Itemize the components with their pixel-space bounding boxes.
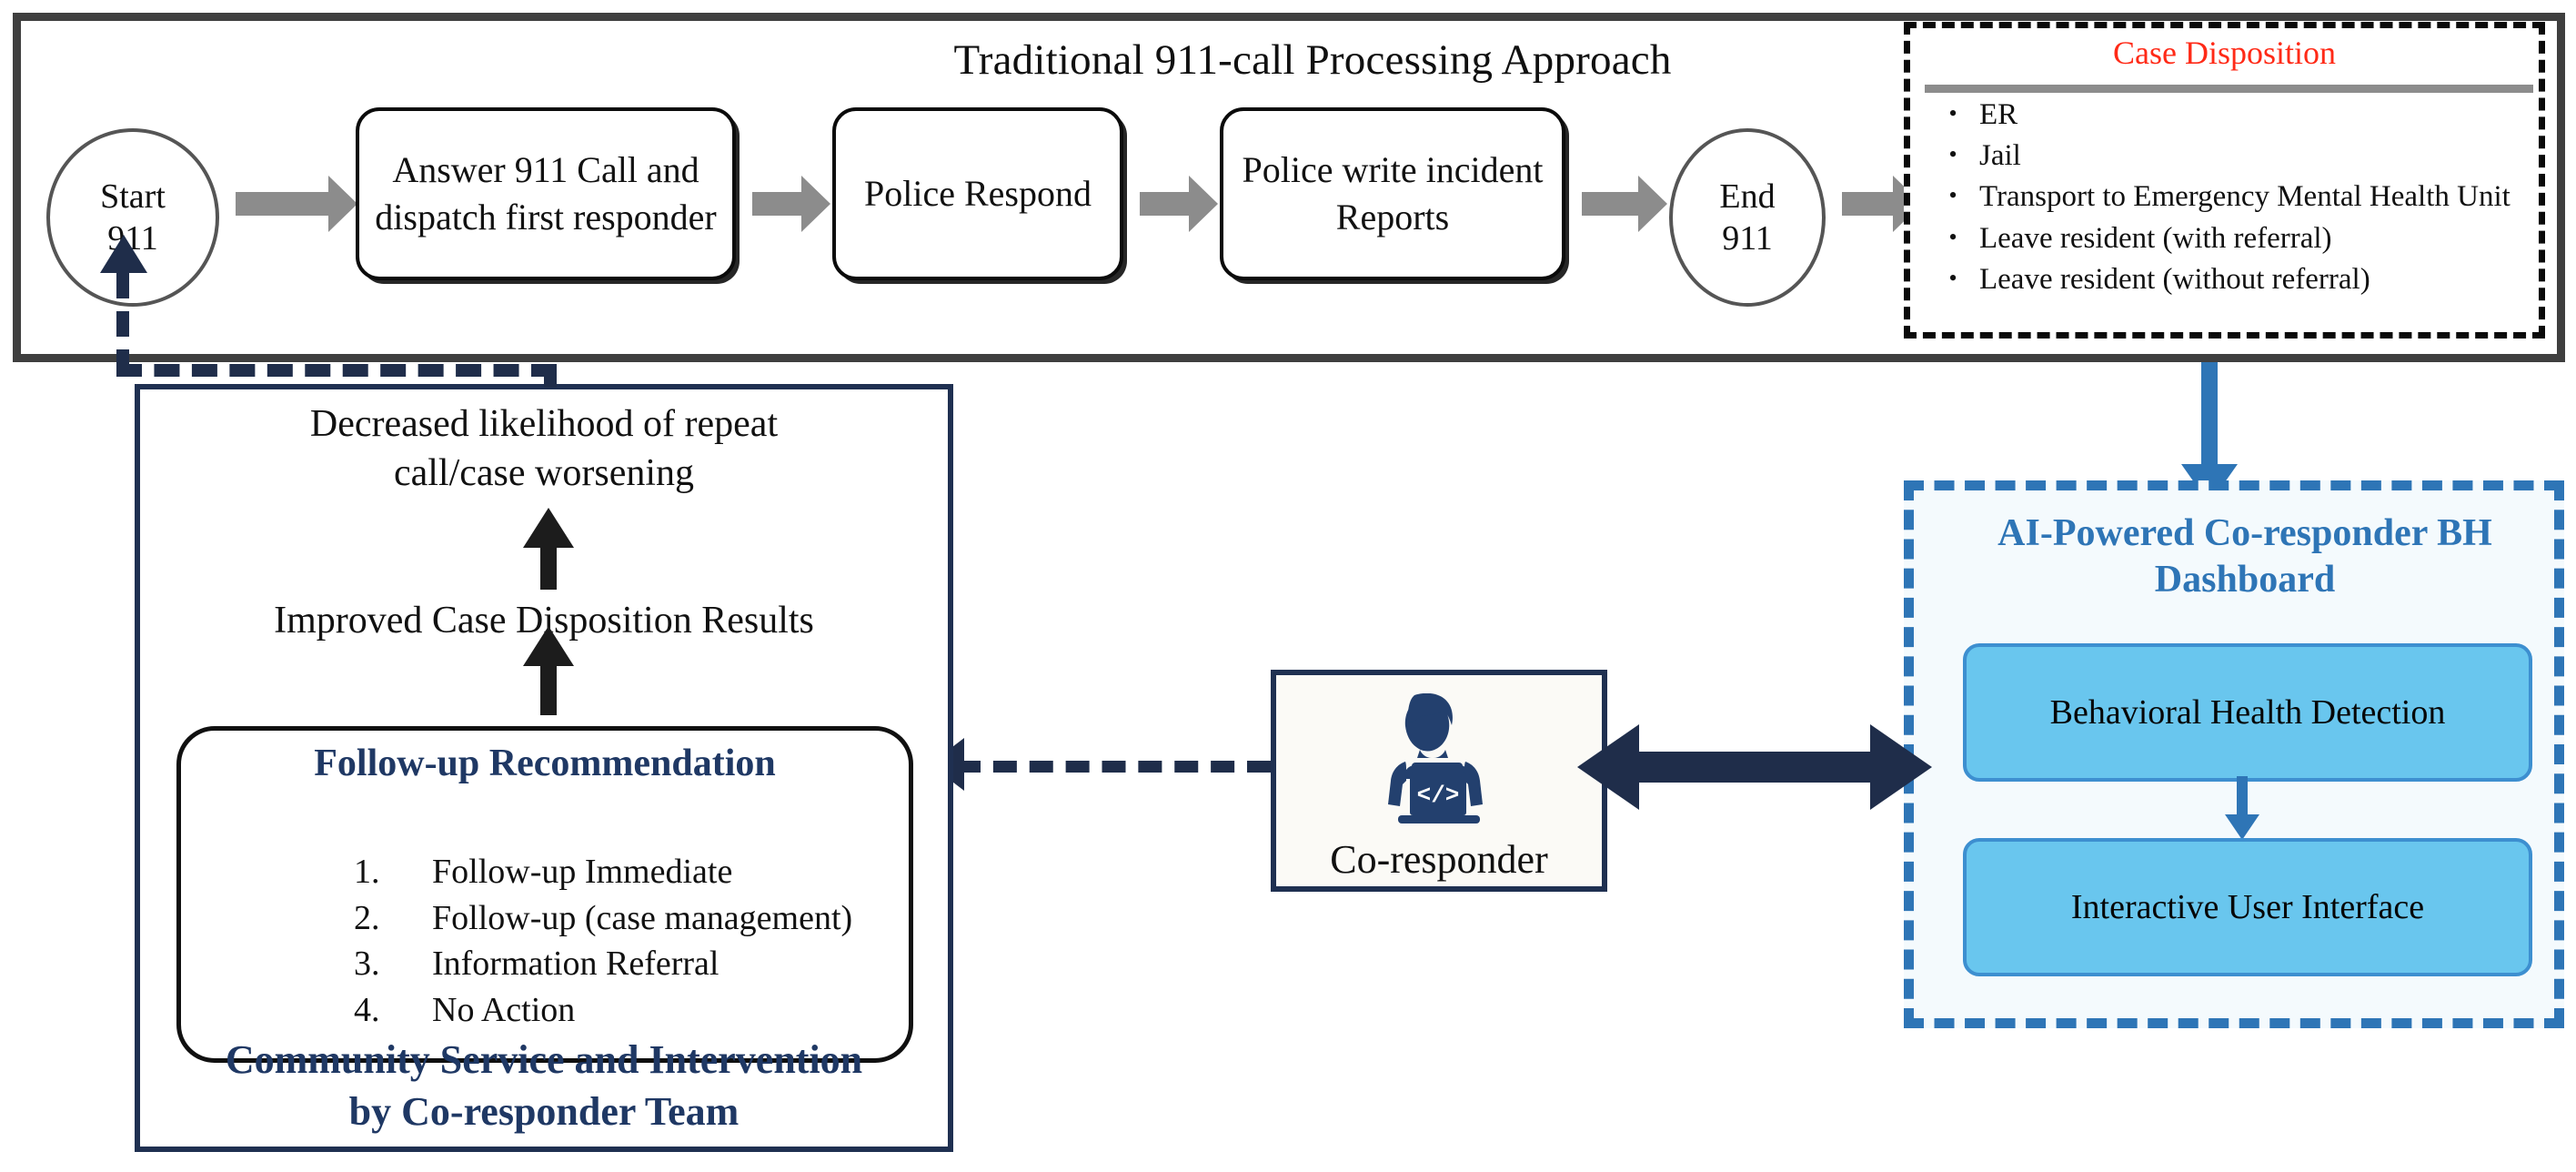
- list-item: •Jail: [1927, 136, 2538, 175]
- feedback-path-vertical: [116, 273, 129, 375]
- list-item: 3.Information Referral: [354, 945, 719, 984]
- card-interactive-user-interface[interactable]: Interactive User Interface: [1963, 838, 2532, 976]
- bullet-icon: •: [1948, 141, 1957, 168]
- outcome-line-2: call/case worsening: [393, 451, 695, 494]
- arrow-disposition-to-dashboard: [2181, 362, 2238, 504]
- end-label-line1: End: [1719, 177, 1776, 216]
- case-disposition-list: •ER •Jail •Transport to Emergency Mental…: [1927, 96, 2538, 301]
- co-responder-box: </> Co-responder: [1271, 670, 1607, 892]
- bullet-icon: •: [1948, 182, 1957, 209]
- outcome-text: Decreased likelihood of repeat call/case…: [140, 400, 948, 499]
- follow-up-recommendation-box: Follow-up Recommendation 1.Follow-up Imm…: [176, 726, 913, 1063]
- case-disposition-box: Case Disposition •ER •Jail •Transport to…: [1904, 22, 2545, 338]
- arrow-coresponder-to-followup: [957, 761, 1271, 773]
- arrow-improved-to-outcome: [523, 508, 574, 590]
- feedback-path-arrowhead: [100, 235, 147, 273]
- list-item: 4.No Action: [354, 990, 576, 1029]
- co-responder-label: Co-responder: [1330, 837, 1548, 882]
- community-panel-footer: Community Service and Intervention by Co…: [140, 1034, 948, 1137]
- traditional-approach-title: Traditional 911-call Processing Approach: [953, 36, 1672, 84]
- feedback-path-horizontal: [116, 364, 557, 377]
- arrow-coresponder-dashboard-bidirectional: [1577, 724, 1932, 810]
- flow-arrow-3: [1140, 176, 1218, 232]
- node-answer-dispatch: Answer 911 Call and dispatch first respo…: [356, 107, 736, 280]
- list-item: •Leave resident (without referral): [1927, 260, 2538, 298]
- case-disposition-title: Case Disposition: [2112, 35, 2336, 71]
- flow-arrow-1: [236, 176, 357, 232]
- outcome-line-1: Decreased likelihood of repeat: [309, 403, 779, 445]
- person-at-laptop-icon: </>: [1276, 692, 1602, 828]
- start-label-line1: Start: [100, 177, 166, 216]
- community-service-panel: Decreased likelihood of repeat call/case…: [135, 384, 953, 1152]
- flow-arrow-2: [752, 176, 830, 232]
- svg-text:</>: </>: [1417, 782, 1460, 809]
- ai-dashboard-box: AI-Powered Co-responder BH Dashboard Beh…: [1904, 480, 2564, 1028]
- card-behavioral-health-detection[interactable]: Behavioral Health Detection: [1963, 643, 2532, 782]
- node-police-respond: Police Respond: [832, 107, 1123, 280]
- follow-up-title: Follow-up Recommendation: [314, 743, 776, 784]
- bullet-icon: •: [1948, 100, 1957, 126]
- arrow-detection-to-ui: [2225, 776, 2259, 840]
- flow-arrow-4: [1582, 176, 1667, 232]
- list-item: 1.Follow-up Immediate: [354, 853, 733, 891]
- node-start-911: Start 911: [46, 128, 219, 307]
- case-disposition-divider: [1925, 85, 2533, 93]
- flow-arrow-5: [1842, 176, 1922, 232]
- follow-up-list: 1.Follow-up Immediate 2.Follow-up (case …: [354, 849, 900, 1033]
- list-item: 2.Follow-up (case management): [354, 898, 853, 937]
- feedback-path-riser: [544, 364, 557, 388]
- bullet-icon: •: [1948, 223, 1957, 250]
- footer-line-2: by Co-responder Team: [348, 1088, 740, 1134]
- list-item: •Leave resident (with referral): [1927, 219, 2538, 258]
- list-item: •Transport to Emergency Mental Health Un…: [1927, 177, 2538, 216]
- footer-line-1: Community Service and Intervention: [225, 1036, 863, 1082]
- node-police-report: Police write incident Reports: [1220, 107, 1565, 280]
- node-end-911: End 911: [1669, 128, 1826, 307]
- arrow-followup-to-improved: [523, 626, 574, 715]
- bullet-icon: •: [1948, 264, 1957, 291]
- list-item: •ER: [1927, 96, 2538, 134]
- end-label-line2: 911: [1722, 219, 1773, 258]
- ai-dashboard-title: AI-Powered Co-responder BH Dashboard: [1997, 512, 2492, 601]
